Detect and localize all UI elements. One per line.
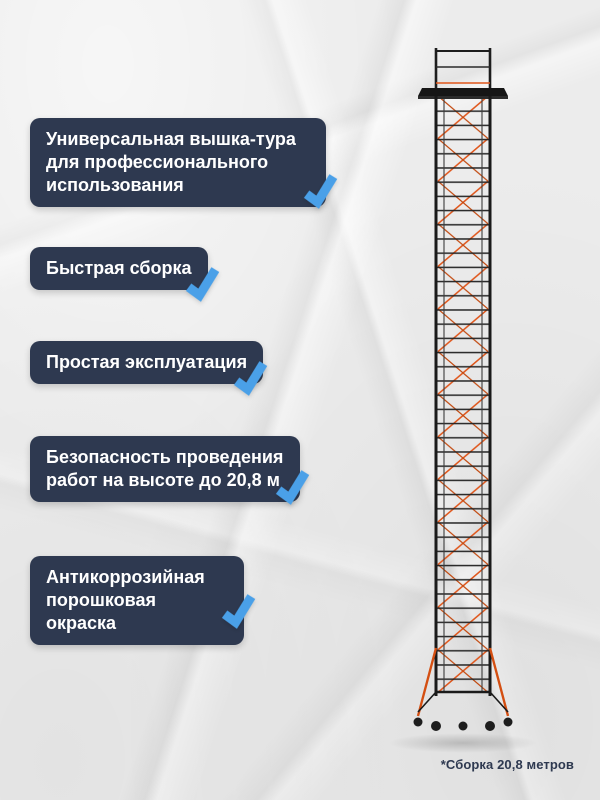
scaffold-tower-image bbox=[413, 48, 513, 731]
feature-height-safety: Безопасность проведения работ на высоте … bbox=[30, 436, 310, 505]
tower-shadow bbox=[388, 733, 538, 753]
feature-label: Антикоррозийная порошковая окраска bbox=[30, 556, 244, 645]
feature-fast-assembly: Быстрая сборка bbox=[30, 247, 220, 302]
feature-label: Быстрая сборка bbox=[30, 247, 208, 290]
checkmark-icon bbox=[303, 174, 338, 209]
feature-label: Безопасность проведения работ на высоте … bbox=[30, 436, 300, 502]
feature-label: Простая эксплуатация bbox=[30, 341, 264, 384]
checkmark-icon bbox=[221, 594, 256, 629]
footnote-text: *Сборка 20,8 метров bbox=[440, 757, 574, 772]
feature-easy-operation: Простая эксплуатация bbox=[30, 341, 268, 396]
checkmark-icon bbox=[275, 470, 310, 505]
feature-label: Универсальная вышка-тура для профессиона… bbox=[30, 118, 326, 207]
feature-universal: Универсальная вышка-тура для профессиона… bbox=[30, 118, 338, 209]
checkmark-icon bbox=[233, 361, 268, 396]
checkmark-icon bbox=[185, 267, 220, 302]
feature-anticorrosion: Антикоррозийная порошковая окраска bbox=[30, 556, 256, 645]
